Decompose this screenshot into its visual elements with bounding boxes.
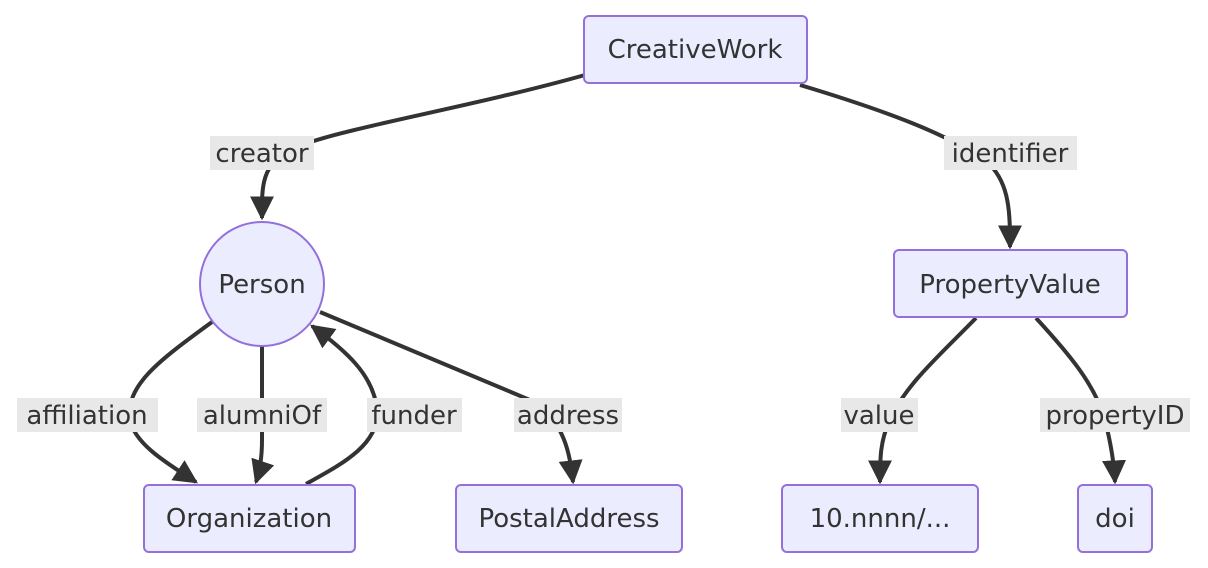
node-propertyvalue[interactable]: PropertyValue	[893, 249, 1128, 318]
svg-text:identifier: identifier	[952, 139, 1069, 169]
edge-label-affiliation: affiliation	[17, 398, 158, 432]
edge-label-value: value	[841, 398, 918, 432]
edge-alumniof	[251, 346, 275, 485]
svg-text:PostalAddress: PostalAddress	[478, 504, 659, 534]
svg-text:PropertyValue: PropertyValue	[919, 270, 1100, 300]
edge-label-identifier: identifier	[944, 136, 1077, 170]
svg-text:propertyID: propertyID	[1046, 401, 1185, 431]
svg-text:alumniOf: alumniOf	[203, 401, 322, 431]
svg-text:Person: Person	[218, 270, 305, 300]
edge-label-alumniof: alumniOf	[197, 398, 327, 432]
svg-text:Organization: Organization	[166, 504, 332, 534]
node-creativework[interactable]: CreativeWork	[583, 15, 808, 84]
svg-text:creator: creator	[215, 139, 308, 169]
svg-text:value: value	[843, 401, 914, 431]
edge-label-propertyid: propertyID	[1040, 398, 1190, 432]
edge-label-creator: creator	[210, 136, 314, 170]
svg-text:10.nnnn/...: 10.nnnn/...	[810, 504, 951, 534]
edge-creator	[249, 73, 586, 221]
node-postaladdress[interactable]: PostalAddress	[455, 484, 683, 553]
node-organization[interactable]: Organization	[143, 484, 356, 553]
svg-text:affiliation: affiliation	[26, 401, 147, 431]
edge-labels: creator identifier affiliation alumniOf …	[17, 136, 1190, 432]
svg-text:CreativeWork: CreativeWork	[608, 35, 783, 65]
svg-text:funder: funder	[371, 401, 457, 431]
node-doi[interactable]: doi	[1077, 484, 1153, 553]
node-person[interactable]: Person	[199, 221, 325, 347]
svg-text:address: address	[517, 401, 619, 431]
node-doi-value[interactable]: 10.nnnn/...	[781, 484, 979, 553]
edge-label-address: address	[514, 398, 622, 432]
edge-label-funder: funder	[367, 398, 462, 432]
edge-address	[319, 310, 583, 485]
nodes: CreativeWork Person PropertyValue Organi…	[143, 15, 1153, 553]
svg-text:doi: doi	[1095, 504, 1135, 534]
